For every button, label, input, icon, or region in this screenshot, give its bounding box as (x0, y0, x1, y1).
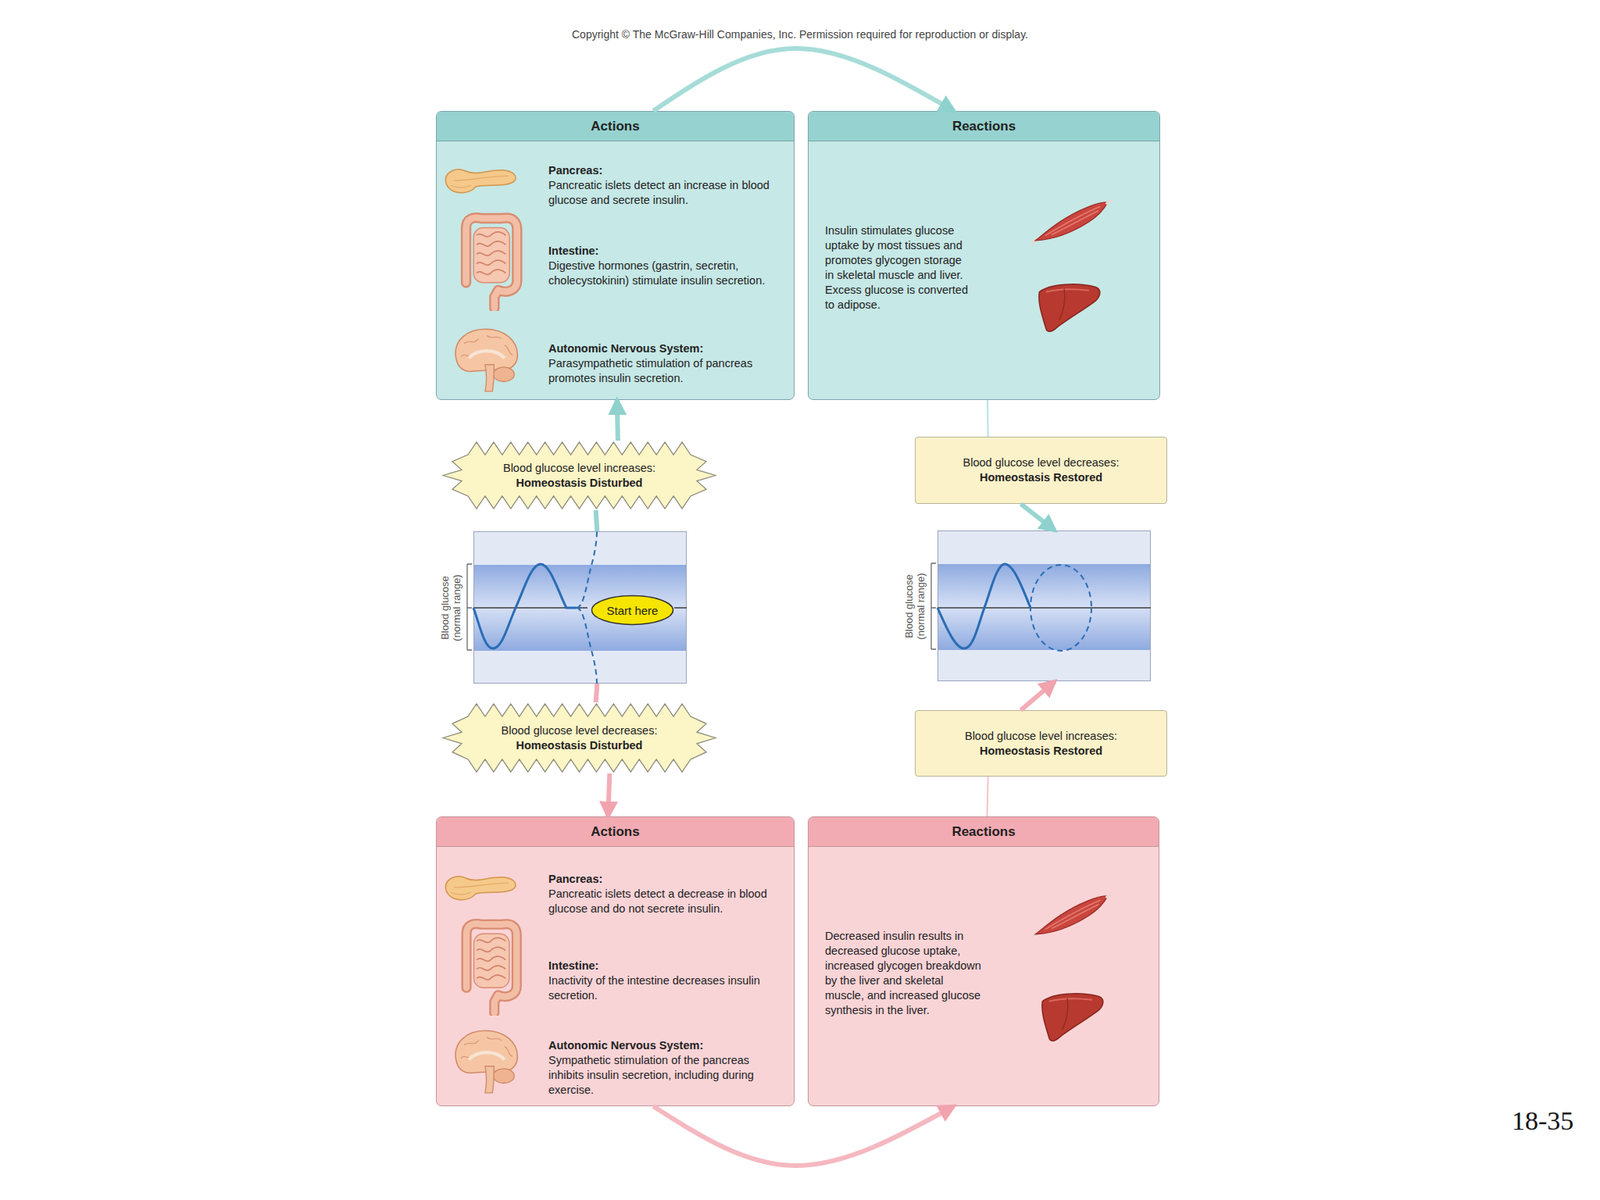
burst-shape (442, 442, 716, 509)
body-text: Insulin stimulates glucose uptake by mos… (825, 223, 970, 313)
muscle-icon (1032, 200, 1111, 243)
body-text: Digestive hormones (gastrin, secretin, c… (548, 258, 775, 289)
liver-icon (1039, 284, 1100, 332)
glucose-graph: Blood glucose (normal range)Start here (473, 531, 687, 684)
right-graph-curves (931, 563, 1151, 651)
flow-arrow (1021, 503, 1055, 531)
item-heading: Pancreas: (548, 163, 775, 179)
text-stack: Blood glucose level decreases:Homeostasi… (915, 437, 1167, 504)
item-heading: Intestine: (548, 958, 775, 974)
muscle-icon (1032, 894, 1111, 937)
status-text: Blood glucose level increases: (964, 728, 1118, 744)
start-oval: Start here (590, 594, 675, 626)
text-stack: Blood glucose level decreases:Homeostasi… (441, 702, 718, 774)
body-text: Pancreatic islets detect a decrease in b… (548, 886, 775, 917)
body-text: Parasympathetic stimulation of pancreas … (548, 356, 775, 386)
status-text: Blood glucose level decreases: (963, 455, 1120, 471)
item-heading: Intestine: (548, 243, 775, 259)
text-stack: Start here (590, 594, 675, 626)
oval-shape (592, 596, 674, 625)
panel-heading: Reactions (808, 111, 1160, 142)
copyright-notice: Copyright © The McGraw-Hill Companies, I… (0, 28, 1600, 41)
flow-arrow (617, 400, 618, 441)
brain-icon (455, 1030, 518, 1093)
flow-arrow (1021, 681, 1055, 711)
intestine-icon (466, 217, 518, 309)
body-text: Pancreatic islets detect an increase in … (548, 178, 775, 208)
item-heading: Autonomic Nervous System: (548, 1038, 775, 1054)
range-bracket (467, 564, 472, 650)
body-text: Inactivity of the intestine decreases in… (548, 973, 775, 1004)
flow-arrow (596, 683, 598, 703)
page-number: 18-35 (1511, 1106, 1598, 1136)
burst-outline (441, 440, 718, 511)
body-text: Decreased insulin results in decreased g… (825, 928, 982, 1018)
flow-arrow (596, 510, 598, 532)
flow-arrow (653, 1106, 954, 1166)
text-stack: Blood glucose level increases:Homeostasi… (441, 440, 718, 511)
status-text: Homeostasis Disturbed (516, 738, 643, 754)
glucose-wave-return (1030, 564, 1092, 651)
axis-label: Blood glucose (normal range) (439, 564, 463, 652)
status-burst: Blood glucose level decreases:Homeostasi… (441, 702, 718, 774)
range-bracket (931, 563, 936, 650)
panel-heading: Reactions (808, 817, 1159, 847)
glucose-wave (473, 564, 577, 649)
flow-arrow (987, 776, 989, 817)
pancreas-icon (445, 876, 516, 900)
status-text: Homeostasis Restored (979, 470, 1103, 486)
axis-label: Blood glucose (normal range) (903, 562, 927, 650)
item-heading: Autonomic Nervous System: (548, 341, 775, 357)
left-graph-curves (467, 531, 687, 684)
set-point-line (473, 607, 687, 608)
set-point-line (937, 607, 1151, 608)
glucose-graph: Blood glucose (normal range) (937, 530, 1151, 682)
body-text: Sympathetic stimulation of the pancreas … (548, 1053, 775, 1098)
glucose-wave (937, 564, 1031, 649)
burst-shape (442, 703, 716, 772)
start-label: Start here (607, 603, 659, 618)
process-panel: ActionsPancreas:Pancreatic islets detect… (435, 816, 795, 1107)
flow-arrow (986, 400, 990, 437)
text-stack: Blood glucose level increases:Homeostasi… (915, 710, 1167, 776)
status-text: Homeostasis Disturbed (516, 475, 643, 491)
glucose-wave-up (576, 531, 597, 608)
process-panel: ReactionsDecreased insulin results in de… (807, 816, 1160, 1107)
burst-outline (441, 702, 718, 774)
process-panel: ReactionsInsulin stimulates glucose upta… (807, 110, 1161, 400)
intestine-icon (466, 923, 517, 1013)
status-text: Blood glucose level increases: (503, 460, 656, 476)
status-box: Blood glucose level increases:Homeostasi… (914, 710, 1168, 777)
flow-arrow (653, 48, 954, 111)
panel-heading: Actions (436, 111, 794, 142)
glucose-wave-down (576, 607, 597, 684)
panel-heading: Actions (436, 817, 794, 847)
flow-arrow (607, 773, 610, 817)
process-panel: ActionsPancreas:Pancreatic islets detect… (435, 110, 795, 400)
status-text: Homeostasis Restored (979, 743, 1103, 759)
brain-icon (455, 328, 518, 392)
status-burst: Blood glucose level increases:Homeostasi… (441, 440, 718, 511)
item-heading: Pancreas: (548, 871, 775, 887)
status-text: Blood glucose level decreases: (501, 723, 658, 739)
liver-icon (1042, 993, 1104, 1041)
pancreas-icon (445, 169, 516, 193)
status-box: Blood glucose level decreases:Homeostasi… (914, 436, 1168, 504)
